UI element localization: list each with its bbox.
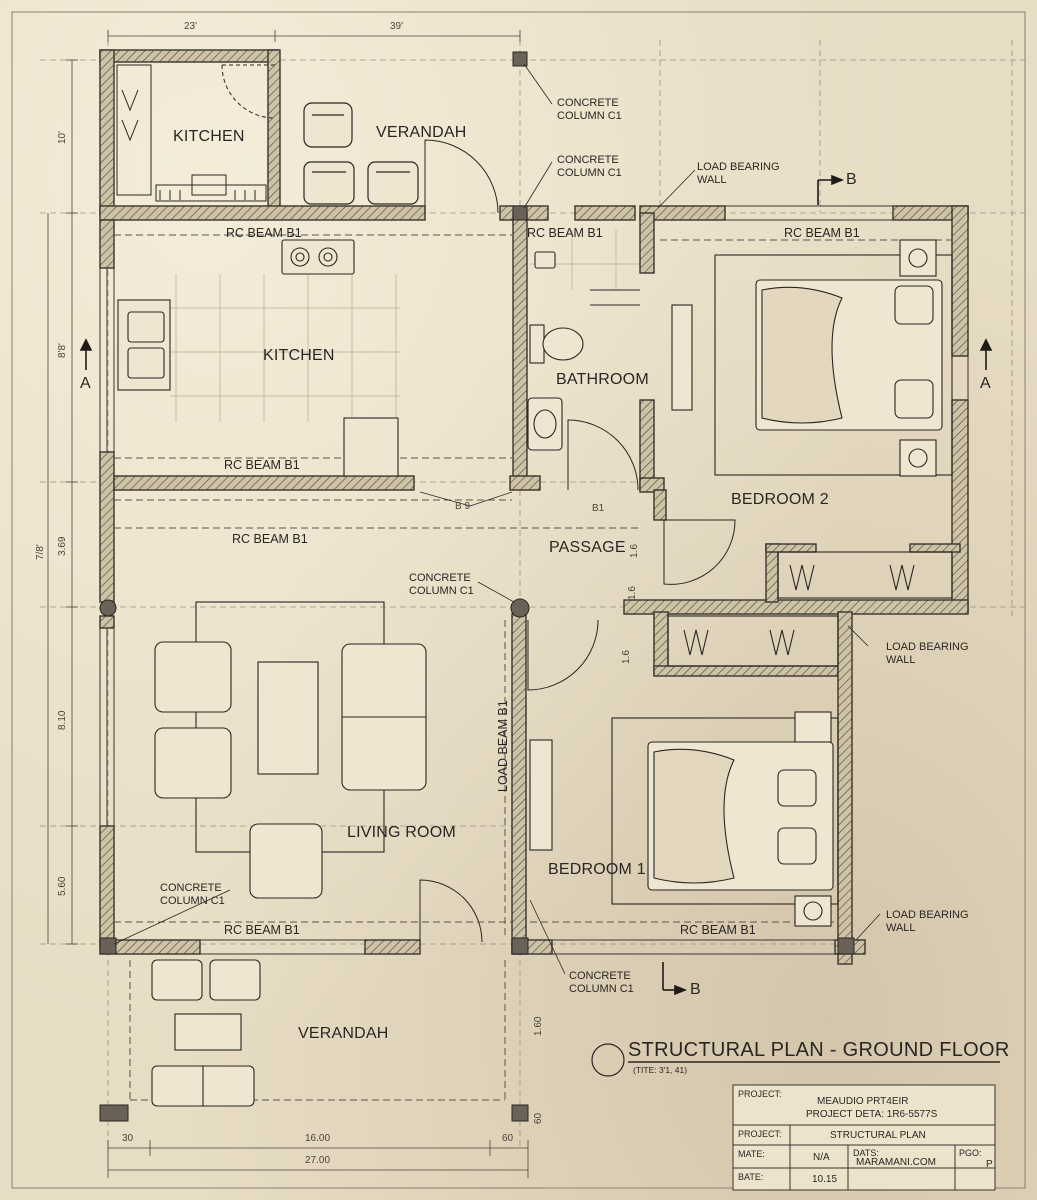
title-block-project2-value: STRUCTURAL PLAN [830,1130,926,1141]
title-block-frame [732,1084,996,1191]
title-block-dats-label: DATS: [853,1148,879,1158]
title-block-mate-value: N/A [813,1152,830,1163]
dimension-small: 1.6 [621,650,632,664]
windows [99,205,969,955]
title-block-pgo-label: PGO: [959,1148,982,1158]
kitchen-fixtures [117,239,399,477]
dimension-small: 60 [533,1112,544,1124]
dimension-bottom: 16.00 [305,1133,331,1144]
beam-label: RC BEAM B1 [224,458,300,472]
beam-label: RC BEAM B1 [784,226,860,240]
beam-label: RC BEAM B1 [680,923,756,937]
dimension-small: 1.60 [533,1016,544,1036]
title-symbol [591,1043,625,1077]
dimension-top: 23' [184,21,198,32]
beam-tag-b1: B1 [592,503,605,514]
plan-subtitle: (TITE: 3'1, 41) [633,1065,688,1075]
section-markers [79,174,993,996]
dimension-lines [47,30,529,1178]
title-block-project-value: MEAUDIO PRT4EIR [817,1096,909,1107]
dimension-left: 7/8' [35,544,46,560]
section-b-top: B [846,171,857,188]
walls [99,49,969,965]
beam-tag-b9: B 9 [455,501,471,512]
load-beam-label: LOAD BEAM B1 [496,700,510,792]
title-block-project-detail: PROJECT DETA: 1R6-5577S [806,1109,938,1120]
small-kitchen-furniture [116,64,267,202]
dimension-small: 1.6 [627,586,638,600]
dimension-left: 5.60 [57,876,68,896]
room-label-bedroom-1: BEDROOM 1 [548,861,646,878]
dimension-left: 8.10 [57,710,68,730]
beam-lines [114,234,952,1101]
room-label-kitchen-small: KITCHEN [173,128,245,145]
living-room-furniture [154,601,427,899]
room-label-living-room: LIVING ROOM [347,824,456,841]
title-block-bate-label: BATE: [738,1172,764,1182]
plan-title: STRUCTURAL PLAN - GROUND FLOOR [628,1039,1010,1061]
bathroom-fixtures [527,251,584,451]
doors [221,64,736,943]
dimension-small: 1.6 [629,544,640,558]
room-label-bedroom-2: BEDROOM 2 [731,491,829,508]
dimension-bottom: 60 [502,1133,514,1144]
room-label-passage: PASSAGE [549,539,626,556]
room-label-verandah-top: VERANDAH [376,124,467,141]
verandah-bottom-furniture [151,959,261,1107]
dimension-left: 8'8' [57,343,68,358]
dimension-top: 39' [390,21,404,32]
title-block-dats-value: MARAMANI.COM [856,1157,936,1168]
room-label-verandah-bottom: VERANDAH [298,1025,389,1042]
beam-label: RC BEAM B1 [226,226,302,240]
title-block-mate-label: MATE: [738,1149,765,1159]
room-label-bathroom: BATHROOM [556,371,649,388]
verandah-chairs [303,102,419,205]
title-block-bate-value: 10.15 [812,1174,838,1185]
section-a-left: A [80,375,91,392]
beam-label: RC BEAM B1 [527,226,603,240]
bedroom1-furniture [529,615,839,927]
dimension-bottom: 30 [122,1133,134,1144]
dimension-left: 10' [57,130,68,144]
annotation-leaders [113,63,881,975]
kitchen-tiles [170,274,400,422]
bedroom2-furniture [671,239,953,599]
title-block-pgo-value: P [986,1159,993,1170]
columns [99,51,855,1122]
section-b-bottom: B [690,981,701,998]
dimension-bottom: 27.00 [305,1155,331,1166]
room-label-kitchen: KITCHEN [263,347,335,364]
beam-label: RC BEAM B1 [224,923,300,937]
section-a-right: A [980,375,991,392]
beam-label: RC BEAM B1 [232,532,308,546]
title-block-project2-label: PROJECT: [738,1129,782,1139]
dimension-left: 3.69 [57,536,68,556]
title-block-project-label: PROJECT: [738,1089,782,1099]
